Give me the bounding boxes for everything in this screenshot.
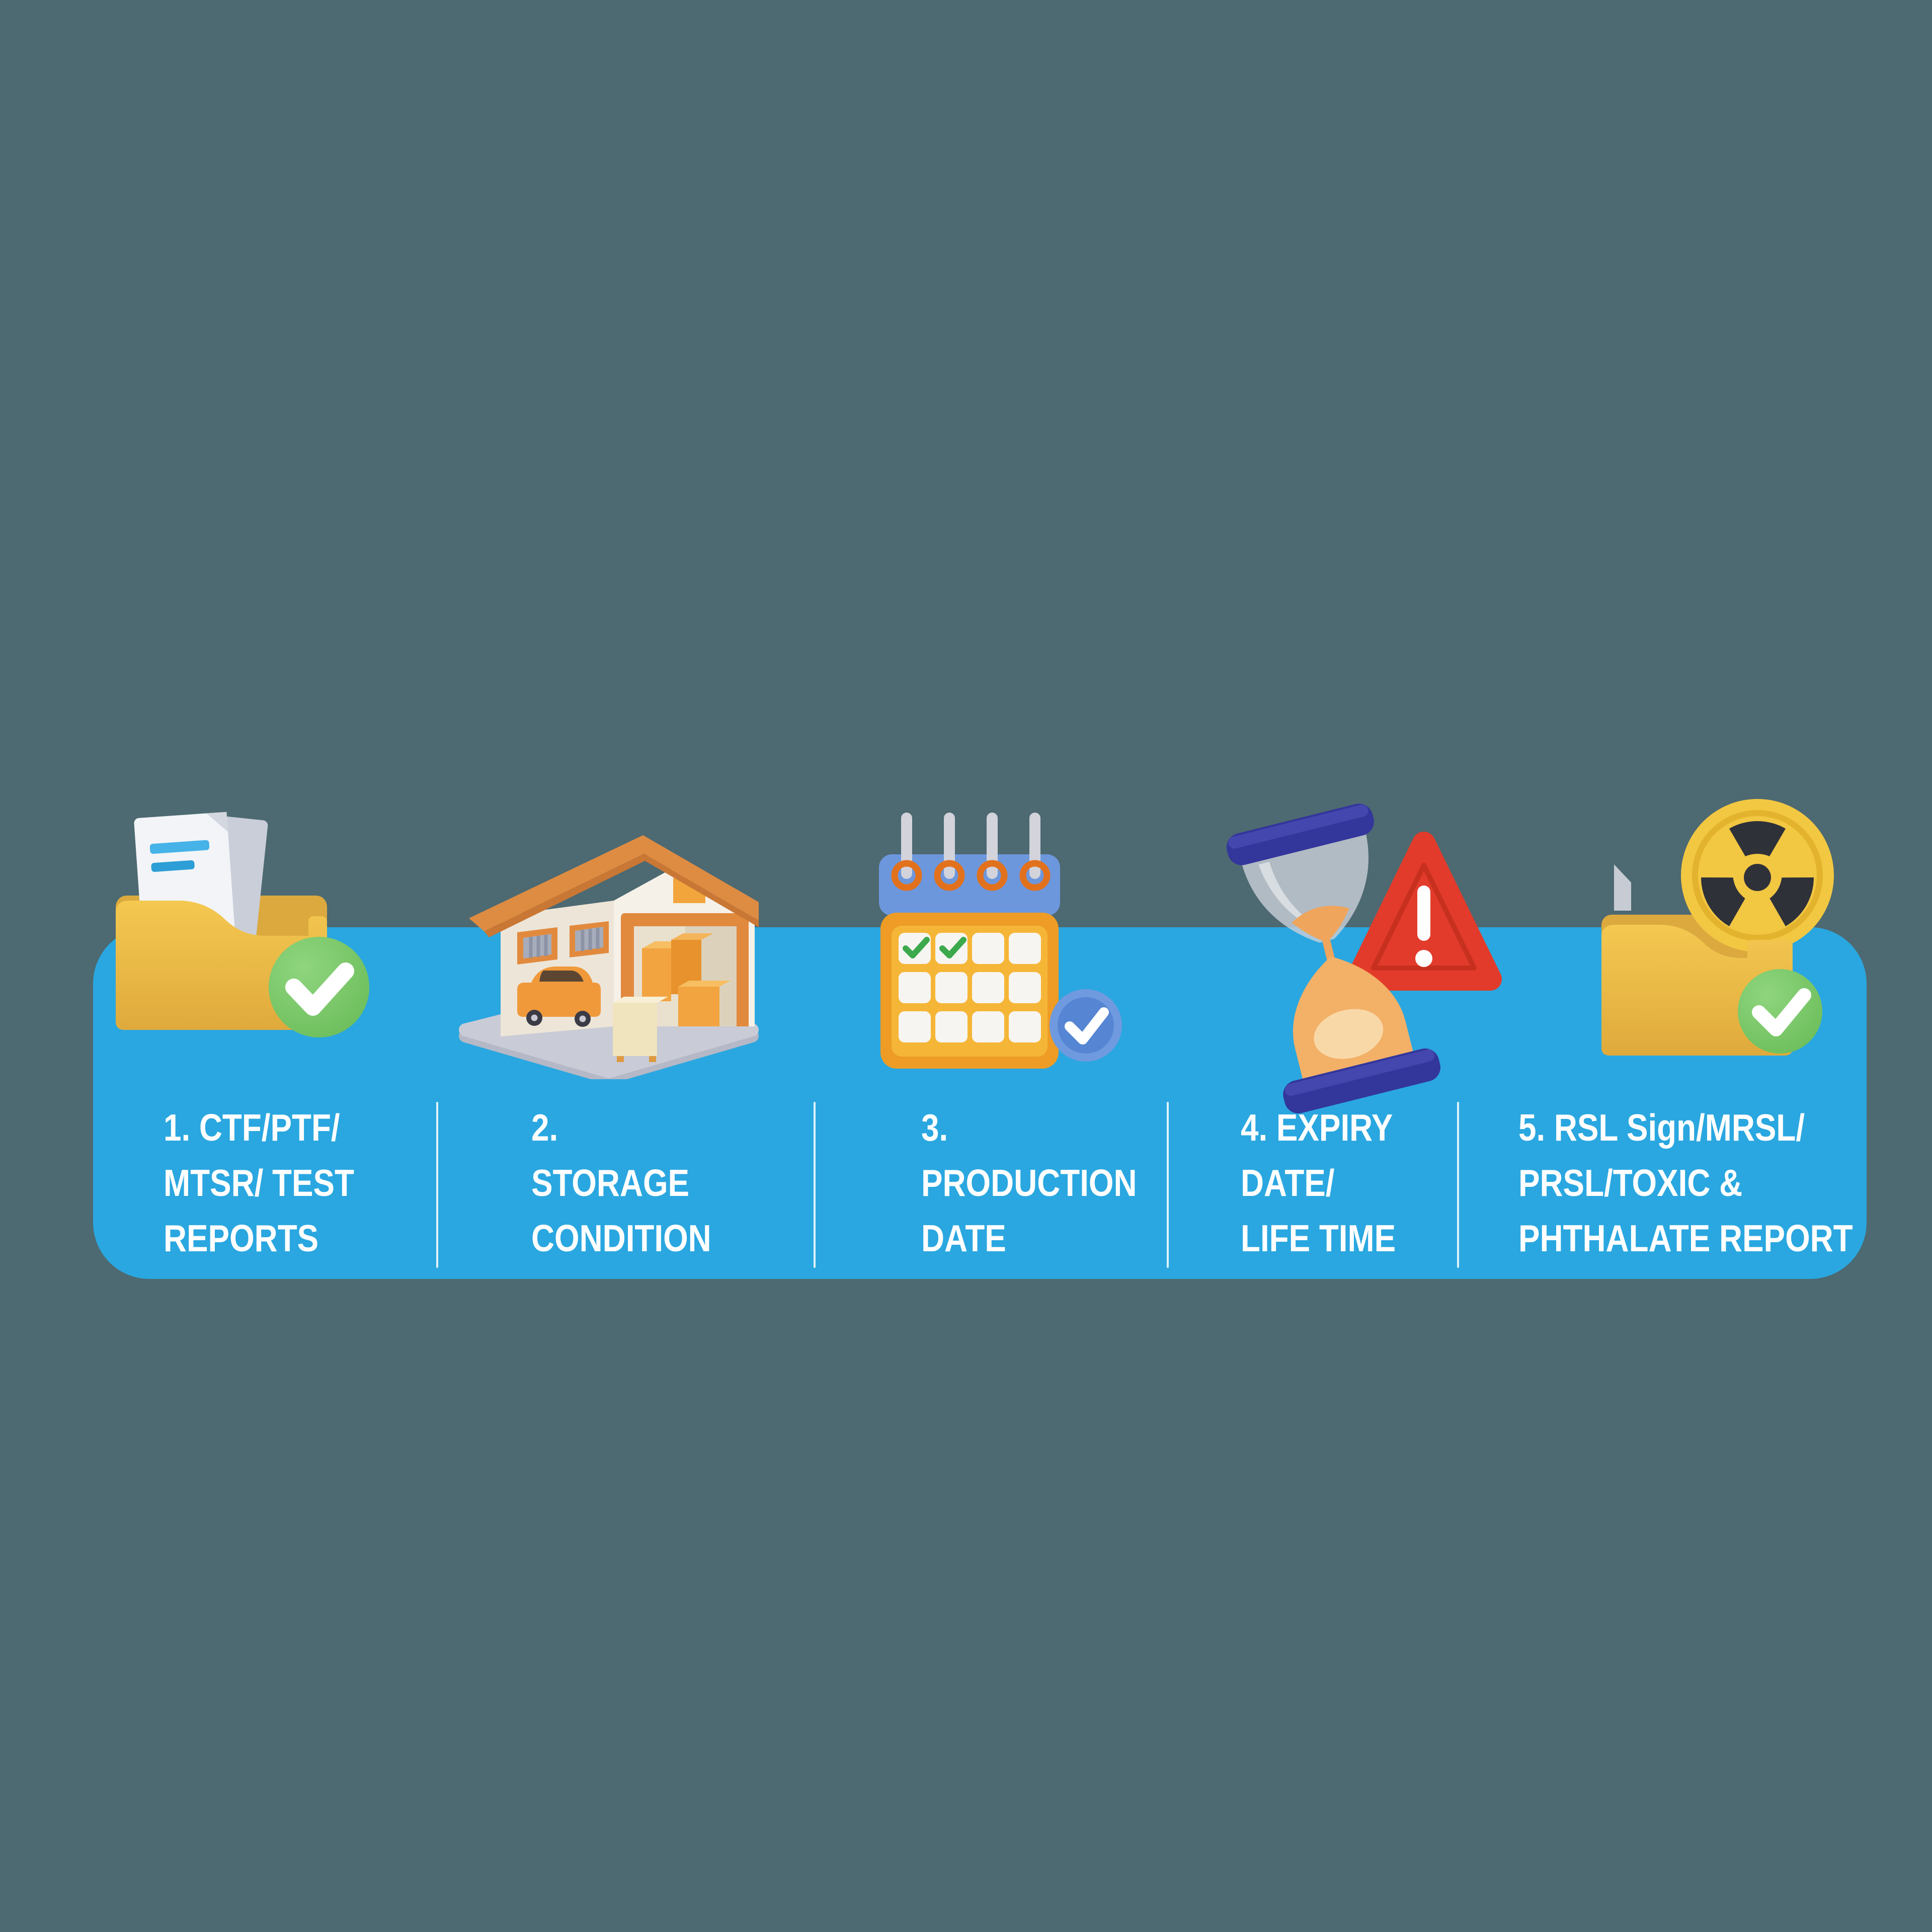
step-2-line-2: STORAGE: [531, 1162, 690, 1204]
paper-flag: [1614, 864, 1631, 911]
check-badge: [1050, 989, 1122, 1062]
step-5-line-2: PRSL/TOXIC &: [1518, 1162, 1743, 1204]
step-3-line-2: PRODUCTION: [921, 1162, 1137, 1204]
roof: [469, 835, 759, 937]
divider: [814, 1102, 816, 1268]
check-badge: [1738, 969, 1822, 1054]
hourglass: [1227, 803, 1440, 1113]
calendar-check-icon: [876, 805, 1128, 1079]
window: [517, 927, 557, 964]
van: [517, 967, 601, 1027]
folder-documents-check-icon: [108, 797, 370, 1039]
step-3-line-3: DATE: [921, 1217, 1006, 1259]
step-1-line-3: REPORTS: [164, 1217, 319, 1259]
radiation-trefoil: [1701, 821, 1814, 926]
step-4-line-3: LIFE TIME: [1241, 1217, 1396, 1259]
crate: [613, 997, 668, 1062]
divider: [1167, 1102, 1169, 1268]
divider: [436, 1102, 438, 1268]
step-5-line-1: 5. RSL Sign/MRSL/: [1518, 1106, 1805, 1149]
step-2-line-3: CONDITION: [531, 1217, 711, 1259]
cell-checks: [903, 937, 967, 958]
step-label-4: 4. EXPIRY DATE/ LIFE TIME: [1241, 1100, 1396, 1266]
window: [570, 921, 609, 957]
folder-radiation-check-icon: [1594, 794, 1845, 1068]
step-4-line-2: DATE/: [1241, 1162, 1335, 1204]
warehouse-icon: [458, 797, 760, 1079]
hourglass-warning-icon: [1203, 795, 1505, 1127]
boxes: [642, 933, 731, 1026]
step-label-1: 1. CTF/PTF/ MTSR/ TEST REPORTS: [164, 1100, 354, 1266]
calendar-header: [879, 854, 1060, 916]
warning-triangle: [1346, 832, 1502, 991]
step-3-line-1: 3.: [921, 1106, 948, 1149]
divider: [1457, 1102, 1459, 1268]
step-2-line-1: 2.: [531, 1106, 558, 1149]
step-5-line-3: PHTHALATE REPORT: [1518, 1217, 1853, 1259]
step-label-3: 3. PRODUCTION DATE: [921, 1100, 1137, 1266]
step-label-2: 2. STORAGE CONDITION: [531, 1100, 711, 1266]
step-1-line-2: MTSR/ TEST: [164, 1162, 354, 1204]
binder-rings: [891, 860, 1051, 891]
step-label-5: 5. RSL Sign/MRSL/ PRSL/TOXIC & PHTHALATE…: [1518, 1100, 1853, 1266]
radiation-coin: [1681, 799, 1834, 952]
check-badge: [269, 937, 369, 1037]
step-1-line-1: 1. CTF/PTF/: [164, 1106, 340, 1149]
step-4-line-1: 4. EXPIRY: [1241, 1106, 1393, 1149]
